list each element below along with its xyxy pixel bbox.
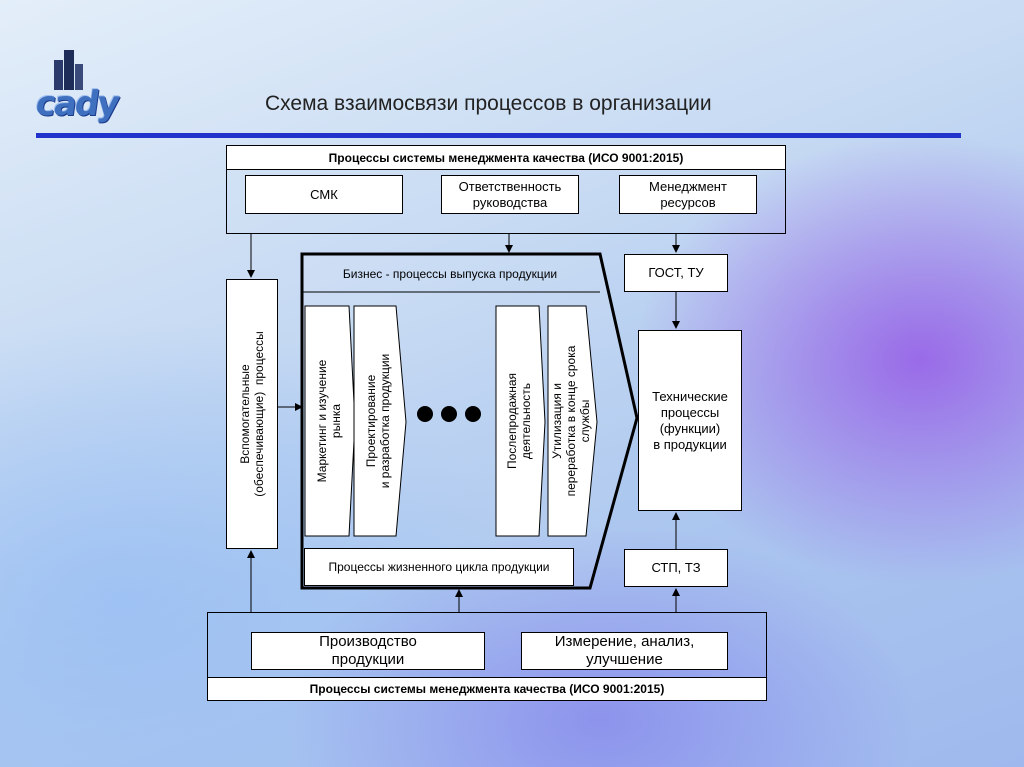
stage-design: Проектирование и разработка продукции [354,306,402,536]
top-qms-header: Процессы системы менеджмента качества (И… [226,145,786,170]
smk-box: СМК [245,175,403,214]
business-process-header: Бизнес - процессы выпуска продукции [342,266,558,281]
stage-disposal-label: Утилизация и переработка в конце срока с… [550,345,592,497]
ellipsis-dot-2 [441,406,457,422]
technical-processes-box: Технические процессы (функции) в продукц… [638,330,742,511]
ellipsis-dot-1 [417,406,433,422]
stage-chevron-design [353,305,407,537]
title-underline [36,133,961,138]
measurement-analysis-box: Измерение, анализ, улучшение [521,632,728,670]
stage-marketing-label: Маркетинг и изучение рынка [315,359,343,483]
ellipsis-dot-3 [465,406,481,422]
stage-marketing: Маркетинг и изучение рынка [305,306,353,536]
stage-aftersales-label: Послепродажная деятельность [505,372,533,470]
stp-tz-box: СТП, ТЗ [624,549,728,587]
resource-management-box: Менеджмент ресурсов [619,175,757,214]
management-responsibility-box: Ответственность руководства [441,175,579,214]
bottom-qms-footer: Процессы системы менеджмента качества (И… [207,677,767,701]
production-box: Производство продукции [251,632,485,670]
support-processes-box: Вспомогательные (обеспечивающие) процесс… [226,279,278,549]
stage-design-label: Проектирование и разработка продукции [364,353,392,489]
stage-chevron-aftersales [495,305,546,537]
gost-tu-box: ГОСТ, ТУ [624,254,728,292]
lifecycle-processes-box: Процессы жизненного цикла продукции [304,548,574,586]
support-processes-label: Вспомогательные (обеспечивающие) процесс… [238,331,266,497]
slide-title: Схема взаимосвязи процессов в организаци… [265,92,712,115]
stage-chevron-disposal [547,305,598,537]
stage-aftersales: Послепродажная деятельность [496,306,542,536]
logo-buildings-icon [54,50,83,90]
stage-chevron-marketing [304,305,356,537]
company-logo: cady [32,44,132,134]
stage-disposal: Утилизация и переработка в конце срока с… [546,306,596,536]
